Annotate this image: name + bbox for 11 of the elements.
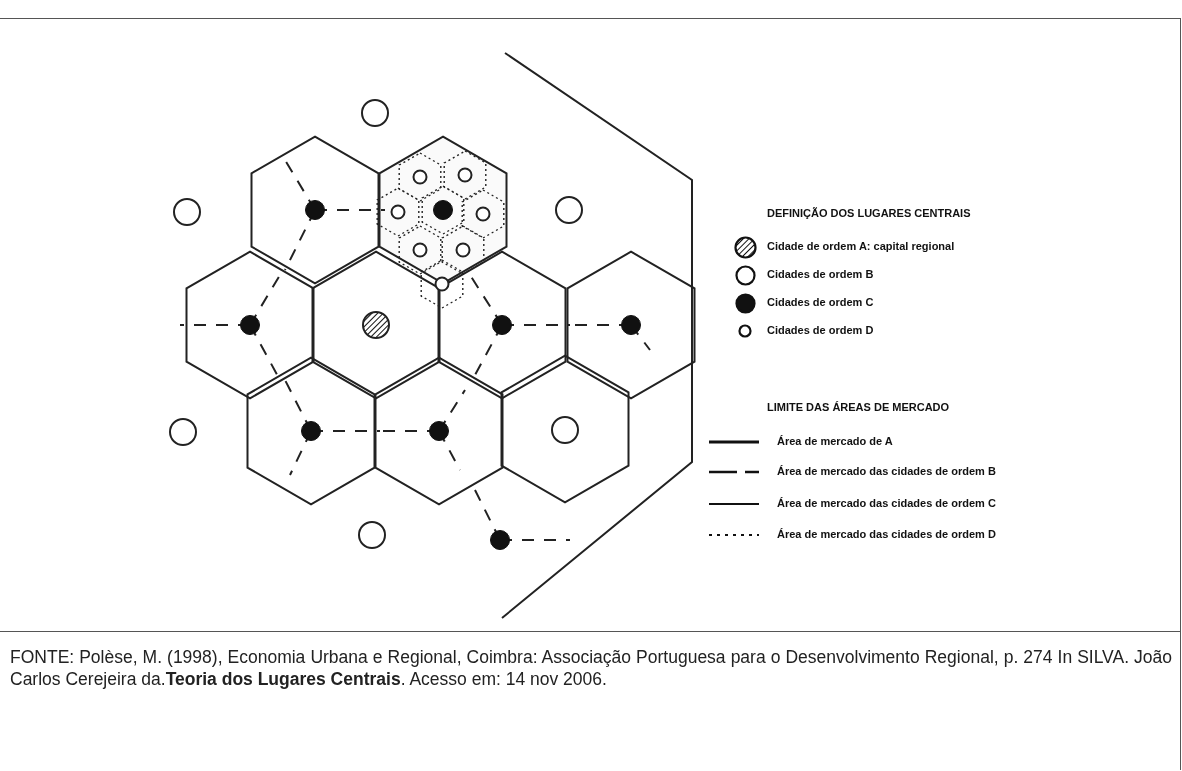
legend-text: Cidades de ordem B — [767, 268, 874, 280]
legend-text: Cidades de ordem C — [767, 296, 874, 308]
source-caption: FONTE: Polèse, M. (1998), Economia Urbana e Regional, Coimbra: Associação Portuguesa para o Desenvolvimento Regional, p. 274 In SILVA. João Carlos Cerejeira da.Teoria dos Lugares Centrais. Acesso em: 14 nov 2006. — [10, 646, 1172, 690]
legend-text: Área de mercado das cidades de ordem C — [777, 497, 996, 509]
legend-text: Área de mercado de A — [777, 435, 893, 447]
legend-heading: DEFINIÇÃO DOS LUGARES CENTRAIS — [767, 207, 971, 219]
legend-text: Cidades de ordem D — [767, 324, 874, 336]
legend-text: Cidade de ordem A: capital regional — [767, 240, 955, 252]
legend-text: Área de mercado das cidades de ordem B — [777, 465, 996, 477]
legend-heading: LIMITE DAS ÁREAS DE MERCADO — [767, 401, 950, 413]
legend-text: Área de mercado das cidades de ordem D — [777, 528, 996, 540]
